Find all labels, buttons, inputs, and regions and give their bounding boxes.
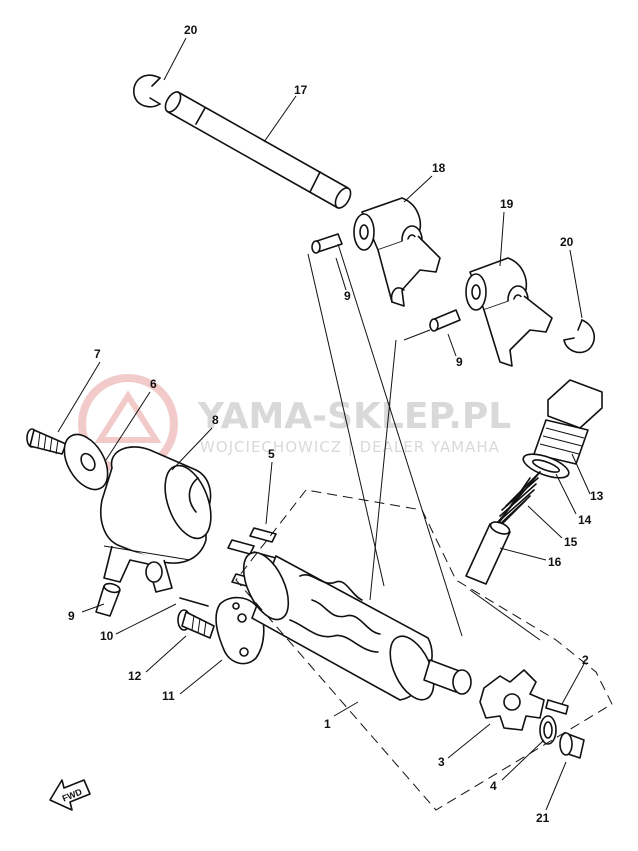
label-18: 18 xyxy=(432,161,446,175)
star-cam-3 xyxy=(479,669,545,731)
pin-10 xyxy=(179,597,209,607)
label-21: 21 xyxy=(536,811,550,825)
label-16: 16 xyxy=(548,555,562,569)
label-2: 2 xyxy=(582,653,589,667)
shift-fork-19 xyxy=(465,257,553,367)
spring-15 xyxy=(493,471,541,533)
label-10: 10 xyxy=(100,629,114,643)
leader-lines xyxy=(57,37,591,811)
bearing-21 xyxy=(559,732,585,759)
fwd-arrow-icon: FWD xyxy=(49,779,91,811)
circlip-4 xyxy=(539,715,557,745)
drum-assembly-boundary xyxy=(235,489,613,811)
label-3: 3 xyxy=(438,755,445,769)
circlip-20-top xyxy=(133,74,161,108)
shift-drum-1 xyxy=(242,551,472,701)
assembly-guide-lines xyxy=(103,243,541,641)
label-9-top: 9 xyxy=(344,289,351,303)
label-8: 8 xyxy=(212,413,219,427)
shift-fork-8 xyxy=(100,446,212,593)
label-20-top: 20 xyxy=(184,23,198,37)
label-9-left: 9 xyxy=(68,609,75,623)
segment-plate-11 xyxy=(215,596,265,665)
label-19: 19 xyxy=(500,197,514,211)
watermark-sub-text: WOJCIECHOWICZ | DEALER YAMAHA xyxy=(200,438,500,456)
label-20-right: 20 xyxy=(560,235,574,249)
part-number-labels: 20 17 18 19 20 9 9 7 6 8 13 14 15 16 5 9… xyxy=(68,23,604,825)
label-6: 6 xyxy=(150,377,157,391)
label-7: 7 xyxy=(94,347,101,361)
label-1: 1 xyxy=(324,717,331,731)
circlip-20-right xyxy=(563,319,595,354)
watermark-main-text: YAMA-SKLEP.PL xyxy=(197,396,511,437)
guide-pin-9-mid xyxy=(429,309,461,332)
washer-6 xyxy=(63,433,109,491)
label-9-mid: 9 xyxy=(456,355,463,369)
shift-fork-shaft-17 xyxy=(164,91,352,209)
label-5: 5 xyxy=(268,447,275,461)
guide-pin-9-left xyxy=(95,582,121,617)
plug-bolt-13 xyxy=(533,379,603,465)
screw-7 xyxy=(26,428,67,455)
label-17: 17 xyxy=(294,83,308,97)
label-15: 15 xyxy=(564,535,578,549)
pin-2 xyxy=(545,699,569,715)
stopper-pin-16 xyxy=(465,521,511,585)
label-13: 13 xyxy=(590,489,604,503)
screw-12 xyxy=(177,609,215,639)
label-14: 14 xyxy=(578,513,592,527)
label-12: 12 xyxy=(128,669,142,683)
washer-14 xyxy=(522,453,570,479)
label-11: 11 xyxy=(162,689,175,703)
label-4: 4 xyxy=(490,779,497,793)
shift-fork-18 xyxy=(353,197,441,307)
guide-pin-9-top xyxy=(311,233,343,254)
